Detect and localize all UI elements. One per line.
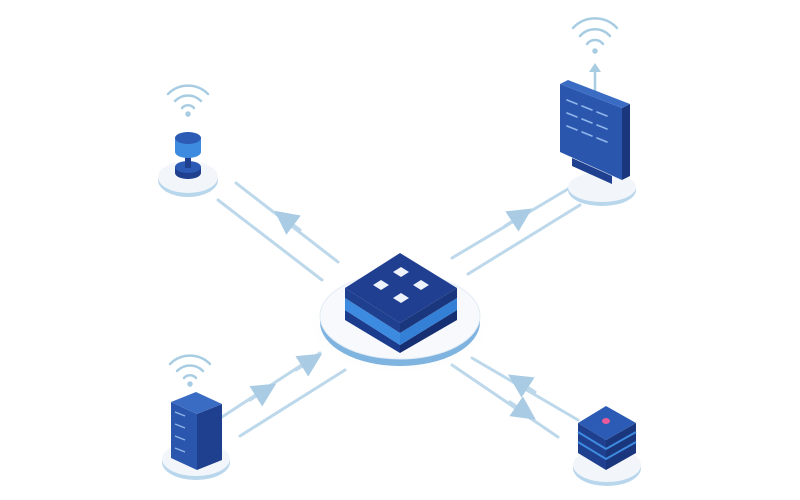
arrow-icon [274,210,302,235]
wifi-icon [166,84,210,117]
arrow-icon [508,396,536,420]
status-indicator [602,418,610,424]
arrow-icon [503,208,533,232]
server-icon [171,392,222,470]
connection-links [216,181,582,439]
central-hub-icon [345,253,457,353]
storage-stack-icon [577,406,637,470]
link-top-left [216,181,340,282]
wifi-icon [571,17,619,54]
screen-lines [566,99,608,143]
wifi-icon [168,354,212,387]
link-bottom-left [220,351,347,438]
chip-icons [373,267,429,303]
wifi-icons [166,17,619,387]
link-bottom-right [450,356,580,439]
link-top-right [450,184,582,276]
arrow-icon [507,374,537,398]
rack-lines [174,411,186,453]
iot-sensor-icon [175,132,201,179]
arrow-icon [248,383,277,407]
stack-layers [577,431,637,461]
arrow-icon [294,353,323,377]
monitor-icon [560,80,630,184]
